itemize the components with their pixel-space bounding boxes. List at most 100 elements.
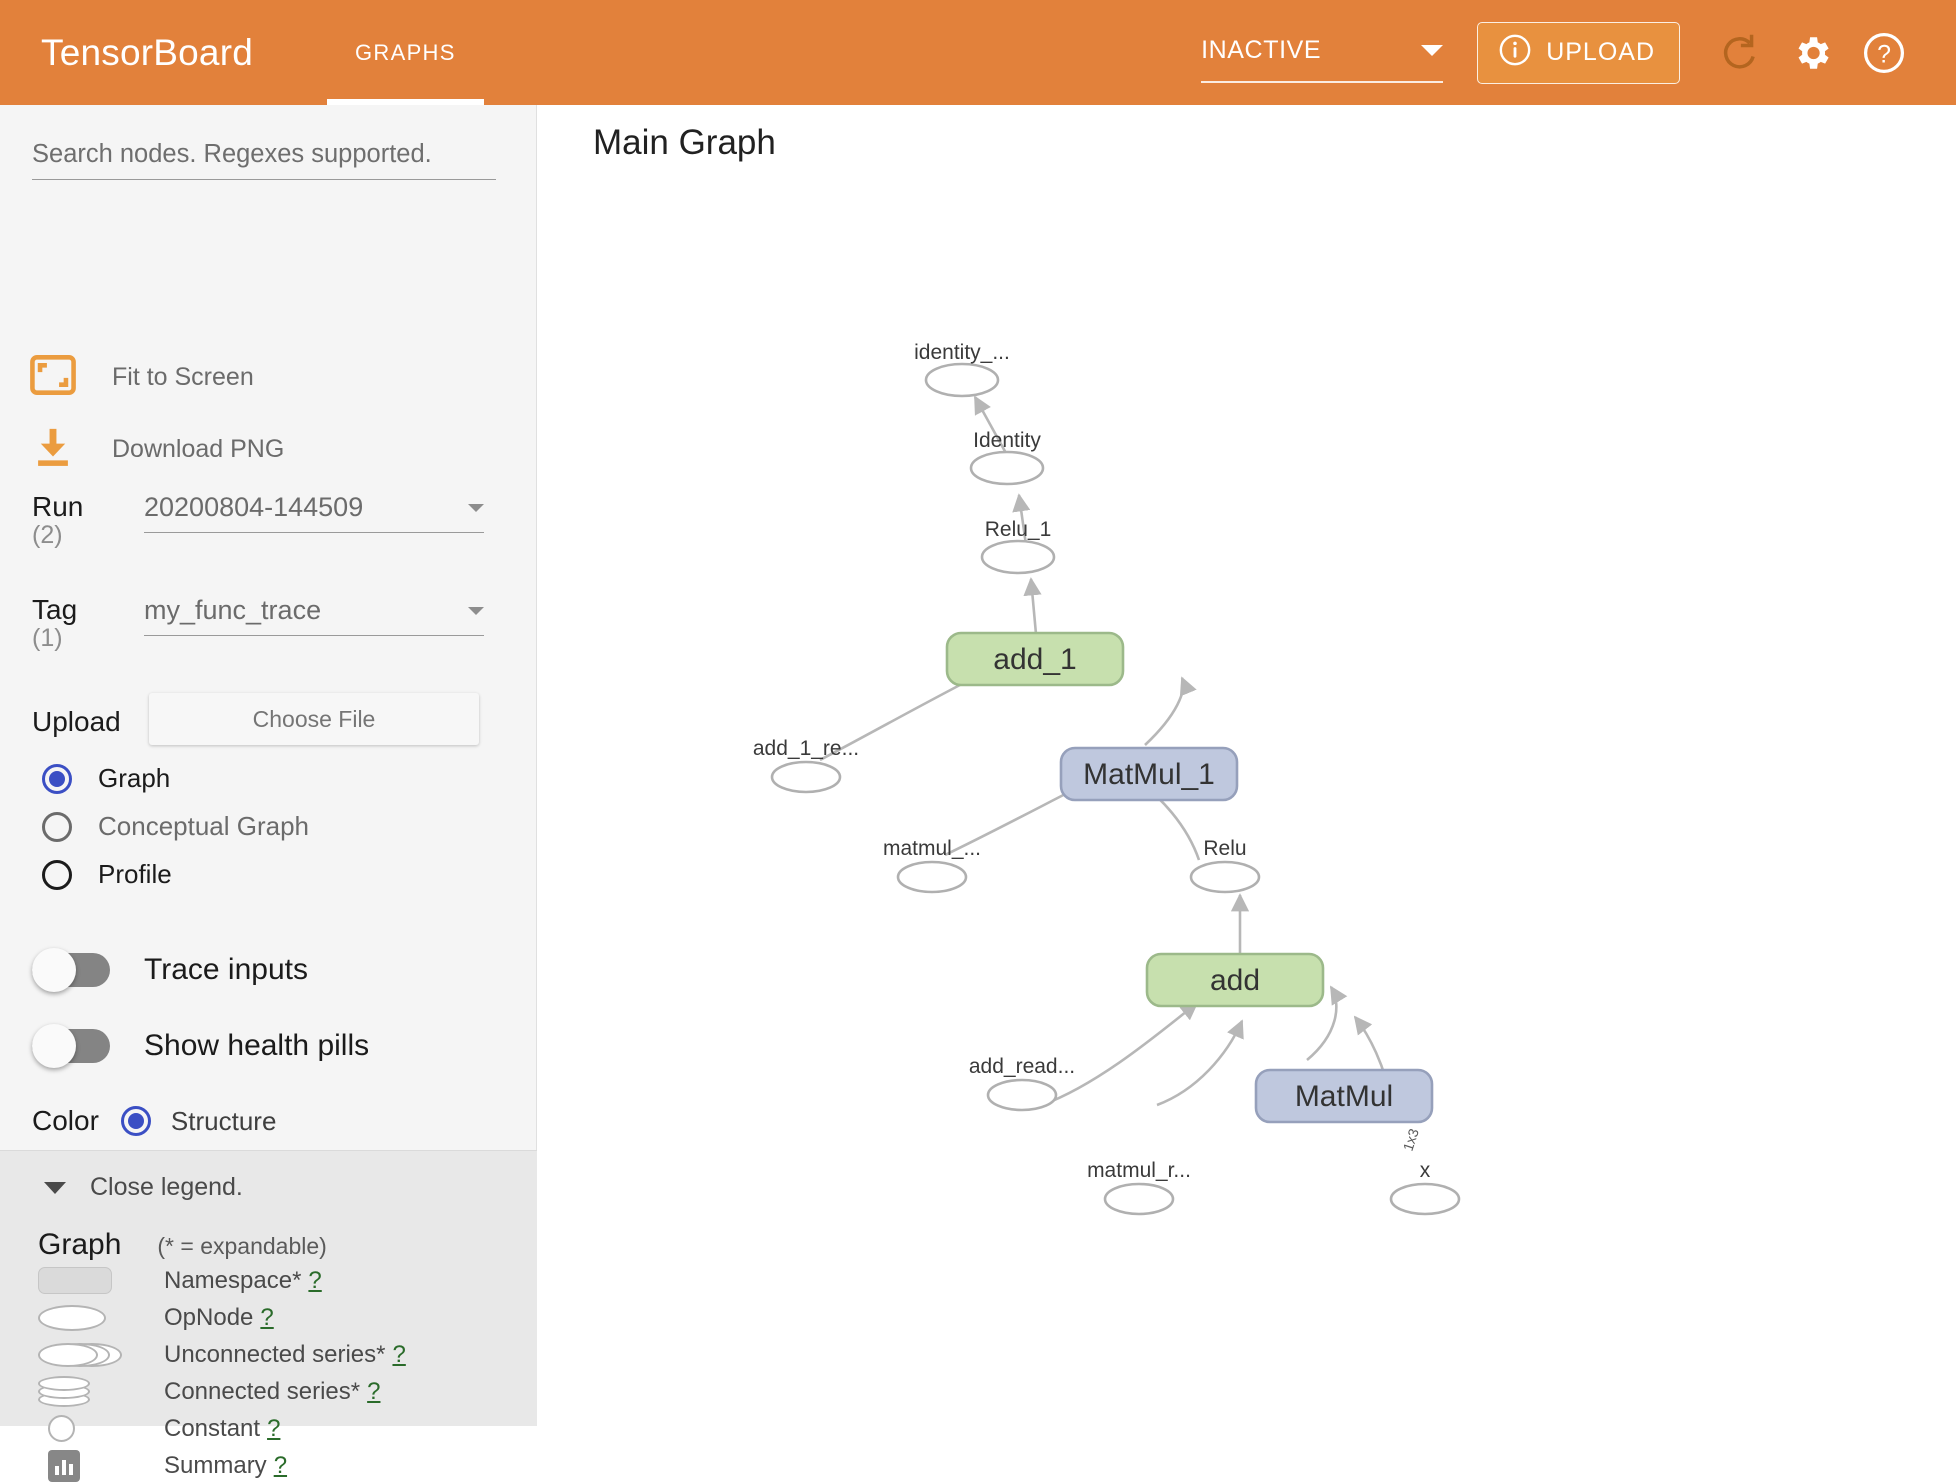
radio-icon-checked: [42, 763, 72, 794]
app-brand: TensorBoard: [41, 31, 253, 73]
help-link[interactable]: ?: [367, 1377, 381, 1405]
tag-dropdown[interactable]: my_func_trace: [144, 595, 484, 636]
close-legend-button[interactable]: Close legend.: [44, 1173, 537, 1202]
graph-canvas[interactable]: Main Graph: [537, 105, 1956, 1426]
help-link[interactable]: ?: [308, 1266, 322, 1294]
legend-header: Graph (* = expandable): [38, 1228, 537, 1262]
legend-label: Unconnected series*?: [164, 1340, 406, 1368]
node-label: add: [1210, 964, 1260, 997]
main-tabs: GRAPHS: [327, 0, 484, 105]
node-identity[interactable]: [969, 450, 1045, 486]
radio-profile[interactable]: Profile: [42, 859, 172, 890]
trace-inputs-label: Trace inputs: [144, 953, 308, 986]
upload-label: Upload: [32, 705, 121, 737]
node-relu[interactable]: [1189, 860, 1261, 894]
refresh-icon[interactable]: [1704, 17, 1776, 89]
legend-item-unconnected-series: Unconnected series*?: [38, 1336, 537, 1373]
tag-label: Tag: [32, 594, 78, 625]
radio-icon-unchecked: [42, 859, 72, 890]
run-dropdown[interactable]: 20200804-144509: [144, 492, 484, 533]
app-body: Fit to Screen Download PNG Run (2) 20200…: [0, 105, 1956, 1482]
chevron-down-icon: [1421, 45, 1444, 56]
choose-file-button[interactable]: Choose File: [149, 693, 479, 745]
radio-profile-label: Profile: [98, 859, 172, 889]
node-label: MatMul_1: [1083, 758, 1215, 791]
chevron-down-icon: [468, 503, 484, 512]
search-field-wrap: [32, 140, 496, 180]
legend-label: Namespace*?: [164, 1266, 322, 1294]
node-label: identity_...: [914, 341, 1010, 364]
toggle-switch-off: [32, 1024, 110, 1068]
fit-to-screen-button[interactable]: Fit to Screen: [30, 355, 254, 400]
node-label: x: [1420, 1159, 1431, 1182]
gear-icon[interactable]: [1776, 17, 1848, 89]
upload-button[interactable]: UPLOAD: [1477, 21, 1680, 84]
help-icon[interactable]: ?: [1848, 17, 1920, 89]
summary-swatch-icon: [38, 1449, 130, 1482]
color-structure-label: Structure: [170, 1105, 277, 1136]
run-status-dropdown[interactable]: INACTIVE: [1201, 36, 1444, 83]
legend-label: Summary?: [164, 1451, 288, 1479]
unconnected-series-swatch-icon: [38, 1341, 130, 1369]
upload-button-label: UPLOAD: [1546, 38, 1655, 66]
help-link[interactable]: ?: [267, 1414, 281, 1442]
constant-swatch-icon: [38, 1415, 130, 1442]
show-health-pills-label: Show health pills: [144, 1029, 370, 1062]
legend-panel: Close legend. Graph (* = expandable) Nam…: [0, 1151, 537, 1482]
radio-icon-checked[interactable]: [120, 1106, 151, 1136]
connected-series-swatch-icon: [38, 1375, 130, 1408]
download-png-label: Download PNG: [112, 435, 285, 463]
run-label: Run: [32, 491, 84, 522]
fit-to-screen-label: Fit to Screen: [112, 363, 254, 391]
radio-conceptual-graph[interactable]: Conceptual Graph: [42, 811, 309, 842]
legend-title: Graph: [38, 1228, 122, 1261]
node-identity-out[interactable]: [924, 362, 1000, 398]
node-label: add_1: [993, 643, 1076, 676]
run-count: (2): [32, 521, 63, 550]
opnode-swatch-icon: [38, 1304, 130, 1331]
node-matmul[interactable]: [1254, 1068, 1434, 1124]
node-matmul-read-1[interactable]: [896, 860, 968, 894]
node-add-read[interactable]: [986, 1078, 1058, 1112]
node-add-1[interactable]: [945, 631, 1125, 687]
run-status-label: INACTIVE: [1201, 36, 1322, 64]
tag-count: (1): [32, 624, 63, 653]
page-title: Main Graph: [593, 123, 776, 162]
graph-svg[interactable]: identity_... Identity Relu_1 add_1_re...…: [537, 105, 1955, 1426]
radio-icon-unchecked: [42, 811, 72, 842]
tag-selector: Tag (1) my_func_trace: [32, 594, 484, 653]
search-input[interactable]: [32, 140, 496, 180]
radio-graph[interactable]: Graph: [42, 763, 170, 794]
node-matmul-1[interactable]: [1059, 746, 1239, 802]
legend-item-constant: Constant?: [38, 1410, 537, 1447]
legend-note: (* = expandable): [157, 1233, 327, 1259]
download-icon: [30, 426, 76, 473]
legend-label: OpNode?: [164, 1303, 274, 1331]
run-value: 20200804-144509: [144, 492, 364, 522]
node-matmul-read[interactable]: [1103, 1182, 1175, 1216]
namespace-swatch-icon: [38, 1267, 130, 1294]
node-label: add_1_re...: [753, 737, 859, 760]
toggle-switch-off: [32, 948, 110, 992]
node-add[interactable]: [1145, 952, 1325, 1008]
help-link[interactable]: ?: [273, 1451, 288, 1479]
upload-row: Upload Choose File: [32, 693, 479, 745]
color-label: Color: [32, 1105, 99, 1136]
help-link[interactable]: ?: [260, 1303, 274, 1331]
node-relu-1[interactable]: [980, 539, 1056, 575]
legend-label: Connected series*?: [164, 1377, 381, 1405]
sidebar-divider: [0, 1150, 537, 1151]
node-x[interactable]: [1389, 1182, 1461, 1216]
run-label-block: Run (2): [32, 491, 144, 550]
toggle-show-health-pills[interactable]: Show health pills: [32, 1024, 370, 1068]
help-link[interactable]: ?: [392, 1340, 406, 1368]
edge-label-shape: 1x3: [1400, 1126, 1422, 1153]
node-label: add_read...: [969, 1055, 1075, 1078]
node-label: matmul_r...: [1087, 1159, 1191, 1182]
legend-label: Constant?: [164, 1414, 281, 1442]
tab-graphs[interactable]: GRAPHS: [327, 0, 484, 105]
dropdown-underline: [1201, 81, 1444, 83]
toggle-trace-inputs[interactable]: Trace inputs: [32, 948, 308, 992]
node-add-1-read[interactable]: [770, 760, 842, 794]
download-png-button[interactable]: Download PNG: [30, 426, 284, 473]
